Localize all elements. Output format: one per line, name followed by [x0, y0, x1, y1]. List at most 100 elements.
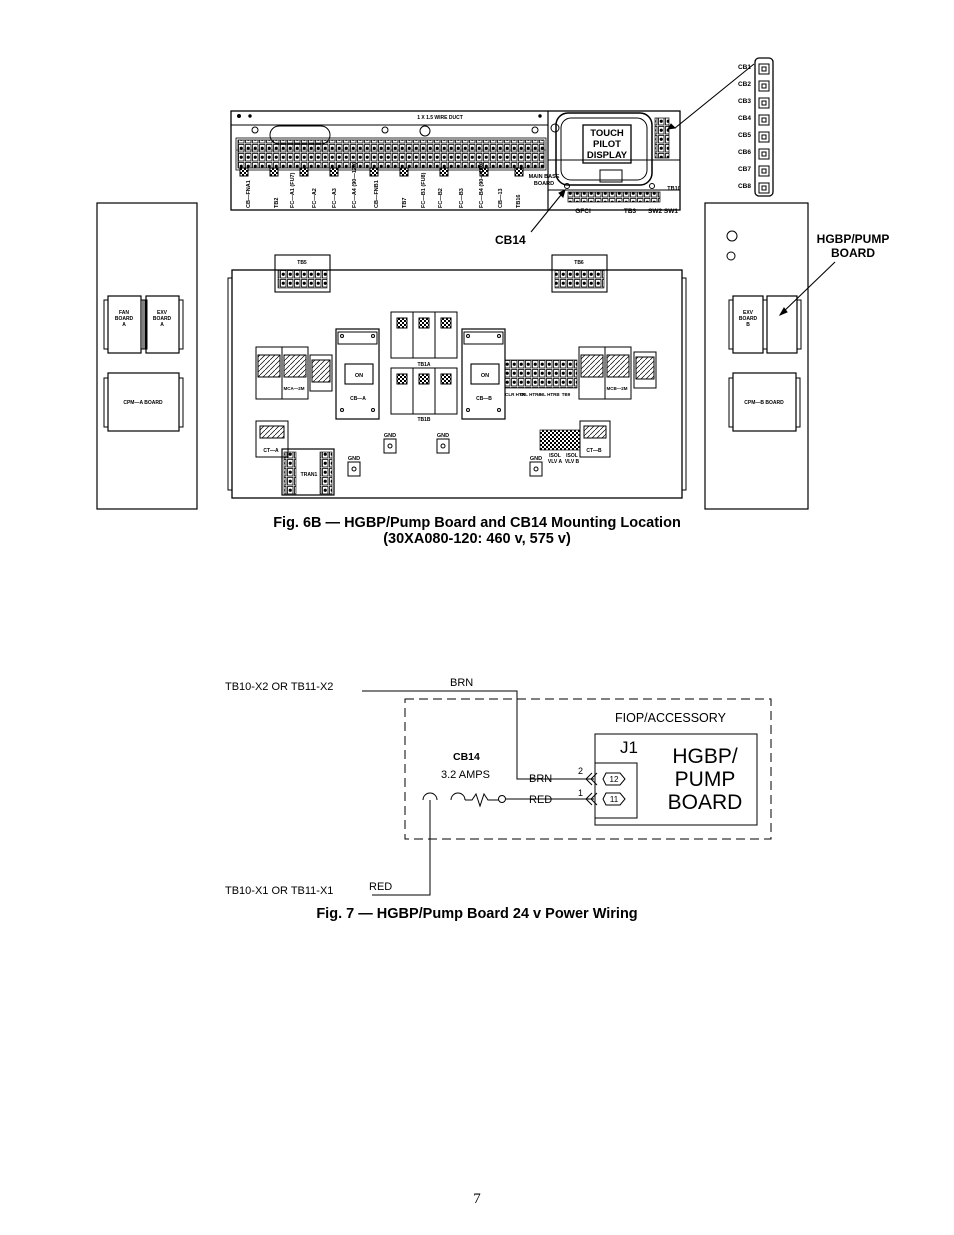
hgbp-callout: BOARD — [831, 246, 875, 260]
amps-label: 3.2 AMPS — [441, 769, 490, 781]
isol-a-label: ISOL — [549, 453, 561, 459]
wire-red-bottom: RED — [369, 881, 392, 893]
fig6b-caption-line1: Fig. 6B — HGBP/Pump Board and CB14 Mount… — [273, 515, 681, 531]
htr-label: OIL HTRA — [520, 392, 542, 397]
ct-b-label: CT—B — [586, 448, 602, 454]
mca-label: MCA—2M — [284, 386, 305, 391]
strip-label: CB—FNA1 — [246, 180, 252, 208]
fiop-accessory-box — [404, 698, 772, 840]
tb-bottom-label: TB10-X1 OR TB11-X1 — [225, 885, 333, 897]
htr-label: TB9 — [562, 392, 571, 397]
hgbp-board-label: PUMP — [675, 768, 736, 791]
exv-board-a-label: A — [160, 322, 164, 328]
j1-label: J1 — [620, 738, 638, 757]
wire-duct-label: 1 X 1.5 WIRE DUCT — [417, 115, 463, 121]
exv-board-b-label: BOARD — [739, 316, 758, 322]
strip-label: CB—FNB1 — [374, 180, 380, 208]
page-number: 7 — [473, 1191, 481, 1207]
pin1-label: 1 — [578, 788, 583, 798]
j1-connector — [594, 762, 638, 819]
cpm-a-label: CPM—A BOARD — [123, 400, 163, 406]
pin12-label: 12 — [610, 775, 619, 784]
main-base-board-label: BOARD — [534, 181, 554, 187]
breaker-label: CB3 — [738, 98, 751, 105]
left-door-panel — [96, 202, 198, 510]
fig7-labels: TB10-X2 OR TB11-X2 BRN TB10-X1 OR TB11-X… — [225, 677, 742, 897]
wire-brn-top: BRN — [450, 677, 473, 689]
breaker-column — [754, 57, 774, 197]
breaker-label: CB6 — [738, 149, 751, 156]
hgbp-board-label: BOARD — [668, 791, 743, 814]
cb-b-label: CB—B — [476, 396, 492, 402]
tran1-label: TRAN1 — [301, 472, 318, 478]
cb-a-label: CB—A — [350, 396, 366, 402]
isol-a-label: VLV A — [548, 459, 563, 465]
strip-label: FC—B2 — [438, 188, 444, 208]
exv-board-a-label: EXV — [157, 310, 168, 316]
touch-pilot-label: PILOT — [593, 139, 621, 150]
pin11-label: 11 — [610, 795, 619, 804]
center-panel — [227, 254, 687, 499]
gfci-label: GFCI — [575, 208, 591, 215]
gnd-label: GND — [348, 456, 360, 462]
touch-pilot-label: TOUCH — [590, 128, 624, 139]
htr-label: CLR HTR — [505, 392, 525, 397]
gnd-label: GND — [437, 433, 449, 439]
fiop-accessory-label: FIOP/ACCESSORY — [615, 711, 727, 725]
breaker-label: CB7 — [738, 166, 751, 173]
strip-label: FC—B3 — [459, 188, 465, 208]
breaker-label: CB4 — [738, 115, 751, 122]
strip-label: FC—B1 (FU8) — [421, 172, 427, 208]
fig6b-caption-line2: (30XA080-120: 460 v, 575 v) — [383, 531, 571, 547]
strip-label: FC—A4 (90—120) — [352, 162, 358, 208]
strip-label: FC—A3 — [332, 188, 338, 208]
gnd-label: GND — [384, 433, 396, 439]
cb14-callout: CB14 — [495, 233, 526, 247]
right-door-panel — [704, 202, 809, 510]
red-label: RED — [529, 794, 552, 806]
fig6b-labels: CB1 CB2 CB3 CB4 CB5 CB6 CB7 CB8 TOUCH PI… — [115, 64, 890, 478]
fan-board-label: BOARD — [115, 316, 134, 322]
fan-board-label: FAN — [119, 310, 129, 316]
breaker-label: CB2 — [738, 81, 751, 88]
strip-label: TB2 — [274, 198, 280, 208]
control-box-top — [230, 110, 681, 211]
breaker-label: CB8 — [738, 183, 751, 190]
brn-label: BRN — [529, 773, 552, 785]
hgbp-board-label: HGBP/ — [672, 745, 738, 768]
strip-label: CB—13 — [498, 188, 504, 208]
isol-b-label: ISOL — [566, 453, 578, 459]
strip-label: FC—A1 (FU7) — [290, 172, 296, 208]
strip-label: TB16 — [516, 195, 522, 208]
hgbp-callout: HGBP/PUMP — [817, 232, 890, 246]
breaker-label: CB1 — [738, 64, 751, 71]
tb5-label: TB5 — [297, 260, 307, 266]
pin2-label: 2 — [578, 766, 583, 776]
strip-label: FC—B4 (90—120) — [479, 162, 485, 208]
touch-pilot-label: DISPLAY — [587, 150, 628, 161]
htr-label: OIL HTRB — [538, 392, 560, 397]
main-base-board-label: MAIN BASE — [529, 174, 560, 180]
breaker-label: CB5 — [738, 132, 751, 139]
cb14-label: CB14 — [453, 751, 480, 763]
cpm-b-label: CPM—B BOARD — [744, 400, 784, 406]
exv-board-a-label: BOARD — [153, 316, 172, 322]
tb10-label: TB10 — [667, 186, 680, 192]
strip-label: TB7 — [402, 198, 408, 208]
tb1a-label: TB1A — [417, 362, 430, 368]
on-a-label: ON — [355, 373, 363, 379]
tb-top-label: TB10-X2 OR TB11-X2 — [225, 681, 333, 693]
tb3-label: TB3 — [624, 208, 637, 215]
mcb-label: MCB—2M — [607, 386, 628, 391]
exv-board-b-label: EXV — [743, 310, 754, 316]
tb1b-label: TB1B — [417, 417, 430, 423]
fig6b-drawing — [96, 57, 836, 510]
fan-board-label: A — [122, 322, 126, 328]
tb6-label: TB6 — [574, 260, 584, 266]
fig7-caption: Fig. 7 — HGBP/Pump Board 24 v Power Wiri… — [316, 906, 638, 922]
exv-board-b-label: B — [746, 322, 750, 328]
strip-label: FC—A2 — [312, 188, 318, 208]
fig7-drawing — [362, 690, 772, 896]
switch-labels: SW2 SW1 — [648, 208, 678, 215]
